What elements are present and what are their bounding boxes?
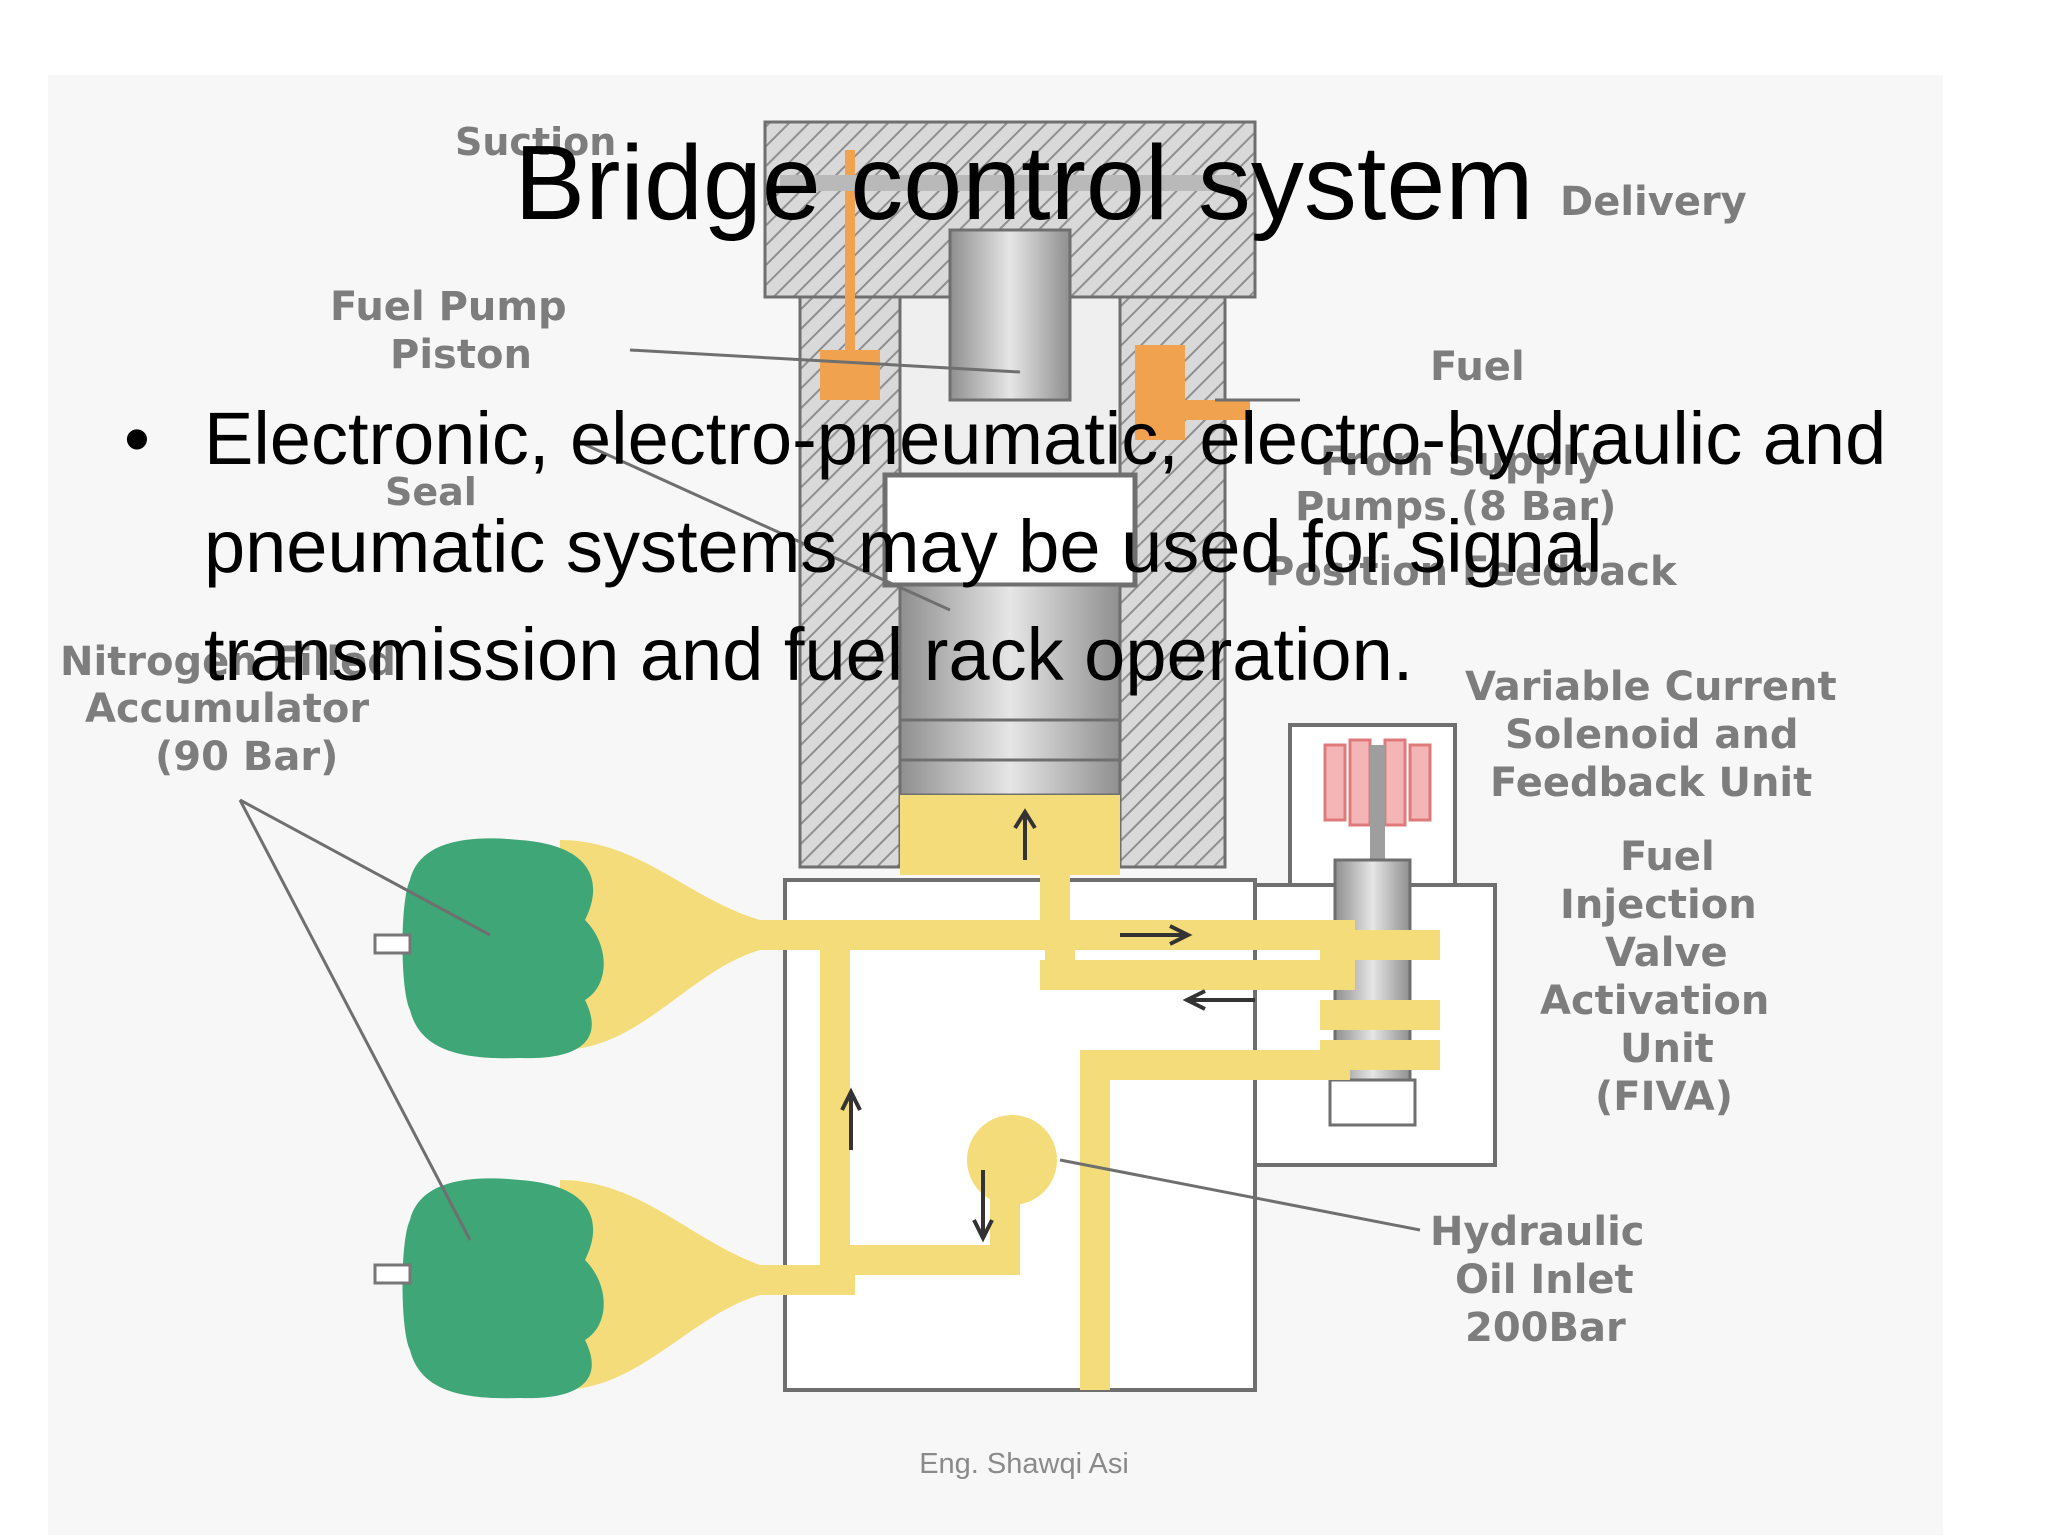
seal-ring <box>882 472 1138 588</box>
accumulator-upper <box>373 838 760 1059</box>
bullet-text: Electronic, electro-pneumatic, electro-h… <box>204 397 1887 696</box>
label-nitrogen-1: Nitrogen Filled <box>60 639 396 685</box>
fuel-supply-port <box>1135 345 1250 440</box>
slide-footer: Eng. Shawqi Asi <box>919 1448 1129 1480</box>
label-solenoid-2: Solenoid and <box>1505 712 1798 758</box>
suction-port <box>820 150 880 400</box>
label-nitrogen-2: Accumulator <box>85 686 369 732</box>
bullet-symbol: • <box>124 397 150 480</box>
hydraulic-inlet-chamber <box>967 1115 1057 1205</box>
label-nitrogen-3: (90 Bar) <box>155 734 338 780</box>
label-delivery: Delivery <box>1560 179 1747 225</box>
label-fuel-suction-1: Fuel <box>1430 344 1525 390</box>
label-seal: Seal <box>385 470 477 514</box>
solenoid-coil <box>1323 738 1432 860</box>
label-fuel-suction-4: Pumps (8 Bar) <box>1295 484 1616 530</box>
label-fiva-4: Activation <box>1540 978 1769 1024</box>
bullet-list: • Electronic, electro-pneumatic, electro… <box>118 385 1938 709</box>
label-solenoid-3: Feedback Unit <box>1490 760 1812 806</box>
slide-title: Bridge control system <box>514 124 1534 242</box>
label-fiva-5: Unit <box>1620 1026 1714 1072</box>
label-fiva-3: Valve <box>1605 930 1728 976</box>
label-fuel-pump-1: Fuel Pump <box>330 284 567 330</box>
label-position-feedback: Position Feedback <box>1265 549 1678 595</box>
label-fiva-1: Fuel <box>1620 834 1715 880</box>
label-fuel-suction-3: From Supply <box>1320 439 1602 485</box>
oil-chamber <box>900 795 1120 875</box>
top-band <box>780 175 1240 191</box>
label-fuel-pump-2: Piston <box>390 332 532 378</box>
label-fiva-6: (FIVA) <box>1595 1074 1733 1120</box>
label-solenoid-1: Variable Current <box>1465 664 1837 710</box>
fuel-pump-plunger <box>948 228 1072 402</box>
bullet-item: • Electronic, electro-pneumatic, electro… <box>118 385 1938 709</box>
accumulator-lower <box>373 1178 760 1399</box>
label-fiva-2: Injection <box>1560 882 1757 928</box>
label-suction: Suction <box>455 120 616 164</box>
label-hydraulic-2: Oil Inlet <box>1455 1257 1634 1303</box>
label-hydraulic-1: Hydraulic <box>1430 1209 1645 1255</box>
oil-channels <box>755 875 1440 1390</box>
label-hydraulic-3: 200Bar <box>1465 1305 1626 1351</box>
